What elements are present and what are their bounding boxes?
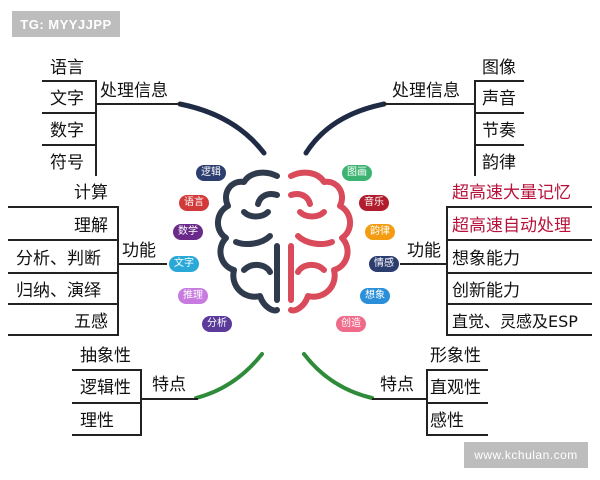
right-function-line-3 bbox=[446, 303, 592, 305]
right-process-line-0 bbox=[474, 80, 524, 82]
right-trait-item-1: 直观性 bbox=[430, 378, 481, 398]
right-trait-item-2: 感性 bbox=[430, 411, 464, 431]
right-process-item-0: 图像 bbox=[482, 58, 516, 78]
left-function-item-1: 理解 bbox=[74, 216, 108, 236]
right-process-line-2 bbox=[474, 144, 524, 146]
left-process-label-line bbox=[95, 103, 181, 105]
left-process-item-1: 文字 bbox=[50, 89, 84, 109]
left-function-line-1 bbox=[8, 239, 118, 241]
right-process-line-1 bbox=[474, 112, 524, 114]
brain-right-hemisphere bbox=[288, 169, 353, 314]
right-function-item-2: 想象能力 bbox=[452, 249, 520, 269]
watermark-top-left: TG: MYYJJPP bbox=[12, 11, 120, 37]
right-process-label: 处理信息 bbox=[392, 81, 460, 101]
right-process-item-3: 韵律 bbox=[482, 153, 516, 173]
right-function-label: 功能 bbox=[407, 241, 441, 261]
right-trait-label: 特点 bbox=[380, 375, 414, 395]
bubble-language: 语言 bbox=[179, 195, 209, 211]
bubble-reasoning: 推理 bbox=[178, 288, 208, 304]
watermark-bottom-right: www.kchulan.com bbox=[464, 442, 588, 468]
left-function-item-3: 归纳、演绎 bbox=[16, 281, 101, 301]
brain-left-hemisphere bbox=[215, 169, 280, 314]
right-function-line-4 bbox=[446, 334, 592, 336]
left-trait-bracket bbox=[140, 369, 142, 436]
left-process-item-3: 符号 bbox=[50, 153, 84, 173]
right-function-line-1 bbox=[446, 239, 592, 241]
bubble-imagination: 想象 bbox=[360, 288, 390, 304]
right-function-bracket bbox=[446, 206, 448, 336]
left-trait-line-0 bbox=[72, 369, 142, 371]
left-trait-label: 特点 bbox=[152, 375, 186, 395]
left-process-line-1 bbox=[42, 112, 96, 114]
bubble-creation: 创造 bbox=[336, 316, 366, 332]
bubble-text: 文字 bbox=[169, 256, 199, 272]
bubble-music: 音乐 bbox=[359, 195, 389, 211]
right-function-label-line bbox=[400, 263, 448, 265]
left-function-label-line bbox=[117, 263, 167, 265]
right-process-item-1: 声音 bbox=[482, 89, 516, 109]
bubble-logic: 逻辑 bbox=[196, 165, 226, 181]
left-trait-line-2 bbox=[72, 434, 142, 436]
right-trait-line-1 bbox=[426, 402, 488, 404]
right-function-line-2 bbox=[446, 272, 592, 274]
left-function-label: 功能 bbox=[122, 241, 156, 261]
left-process-label: 处理信息 bbox=[100, 81, 168, 101]
left-trait-item-0: 抽象性 bbox=[80, 346, 131, 366]
left-function-item-2: 分析、判断 bbox=[16, 249, 101, 269]
left-function-item-0: 计算 bbox=[74, 183, 108, 203]
right-trait-item-0: 形象性 bbox=[430, 346, 481, 366]
left-trait-line-1 bbox=[72, 402, 142, 404]
right-function-item-3: 创新能力 bbox=[452, 281, 520, 301]
right-function-item-4: 直觉、灵感及ESP bbox=[452, 312, 578, 331]
bubble-analysis: 分析 bbox=[202, 316, 232, 332]
left-function-bracket bbox=[117, 206, 119, 336]
left-process-item-2: 数字 bbox=[50, 121, 84, 141]
right-process-item-2: 节奏 bbox=[482, 121, 516, 141]
right-function-item-0: 超高速大量记忆 bbox=[452, 183, 571, 203]
right-trait-label-line bbox=[372, 398, 428, 400]
left-trait-label-line bbox=[140, 398, 198, 400]
left-process-line-0 bbox=[42, 80, 96, 82]
right-process-label-line bbox=[384, 103, 476, 105]
right-function-line-0 bbox=[446, 206, 592, 208]
right-trait-line-2 bbox=[426, 434, 488, 436]
left-function-line-2 bbox=[8, 272, 118, 274]
bubble-math: 数学 bbox=[173, 224, 203, 240]
left-process-item-0: 语言 bbox=[50, 58, 84, 78]
left-function-line-0 bbox=[8, 206, 118, 208]
curve-top-right bbox=[303, 101, 387, 156]
curve-bottom-right bbox=[302, 352, 374, 400]
left-function-line-4 bbox=[8, 334, 118, 336]
left-trait-item-2: 理性 bbox=[80, 411, 114, 431]
curve-bottom-left bbox=[194, 352, 264, 400]
right-function-item-1: 超高速自动处理 bbox=[452, 216, 571, 236]
bubble-emotion: 情感 bbox=[369, 256, 399, 272]
bubble-rhythm: 韵律 bbox=[365, 224, 395, 240]
left-process-bracket bbox=[95, 80, 97, 176]
curve-top-left bbox=[177, 101, 267, 156]
right-process-bracket bbox=[474, 80, 476, 176]
left-trait-item-1: 逻辑性 bbox=[80, 378, 131, 398]
bubble-drawing: 图画 bbox=[342, 165, 372, 181]
left-function-item-4: 五感 bbox=[74, 312, 108, 332]
right-trait-line-0 bbox=[426, 369, 488, 371]
left-function-line-3 bbox=[8, 303, 118, 305]
left-process-line-2 bbox=[42, 144, 96, 146]
